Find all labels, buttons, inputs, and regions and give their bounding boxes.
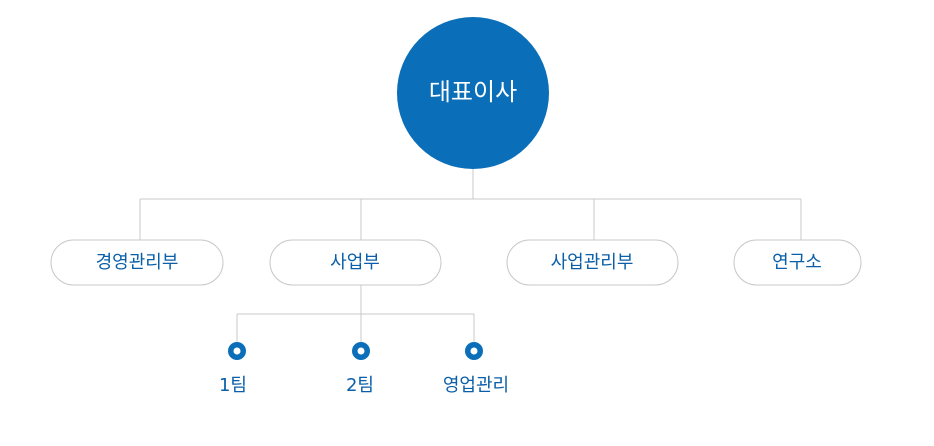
team-dot-center <box>470 347 478 355</box>
department-node-research: 연구소 <box>733 239 862 286</box>
department-label: 사업부 <box>330 252 380 273</box>
department-node-business-management: 사업관리부 <box>506 239 679 286</box>
department-node-management: 경영관리부 <box>50 239 224 286</box>
team-dot-center <box>357 347 365 355</box>
department-pill <box>269 239 442 286</box>
department-node-business: 사업부 <box>269 239 442 286</box>
department-pill <box>506 239 679 286</box>
department-pill <box>733 239 862 286</box>
team-label: 2팀 <box>346 375 374 396</box>
team-dot-center <box>233 347 241 355</box>
department-pill <box>50 239 224 286</box>
team-node-1: 1팀 <box>219 342 247 396</box>
department-label: 경영관리부 <box>96 252 179 273</box>
team-node-sales-management: 영업관리 <box>443 342 509 396</box>
root-node-label: 대표이사 <box>429 78 517 106</box>
team-node-2: 2팀 <box>346 342 374 396</box>
team-label: 영업관리 <box>443 375 509 396</box>
department-label: 사업관리부 <box>551 252 634 273</box>
department-label: 연구소 <box>772 252 822 273</box>
team-label: 1팀 <box>219 375 247 396</box>
root-node-circle <box>397 17 549 169</box>
root-node: 대표이사 <box>397 17 549 169</box>
